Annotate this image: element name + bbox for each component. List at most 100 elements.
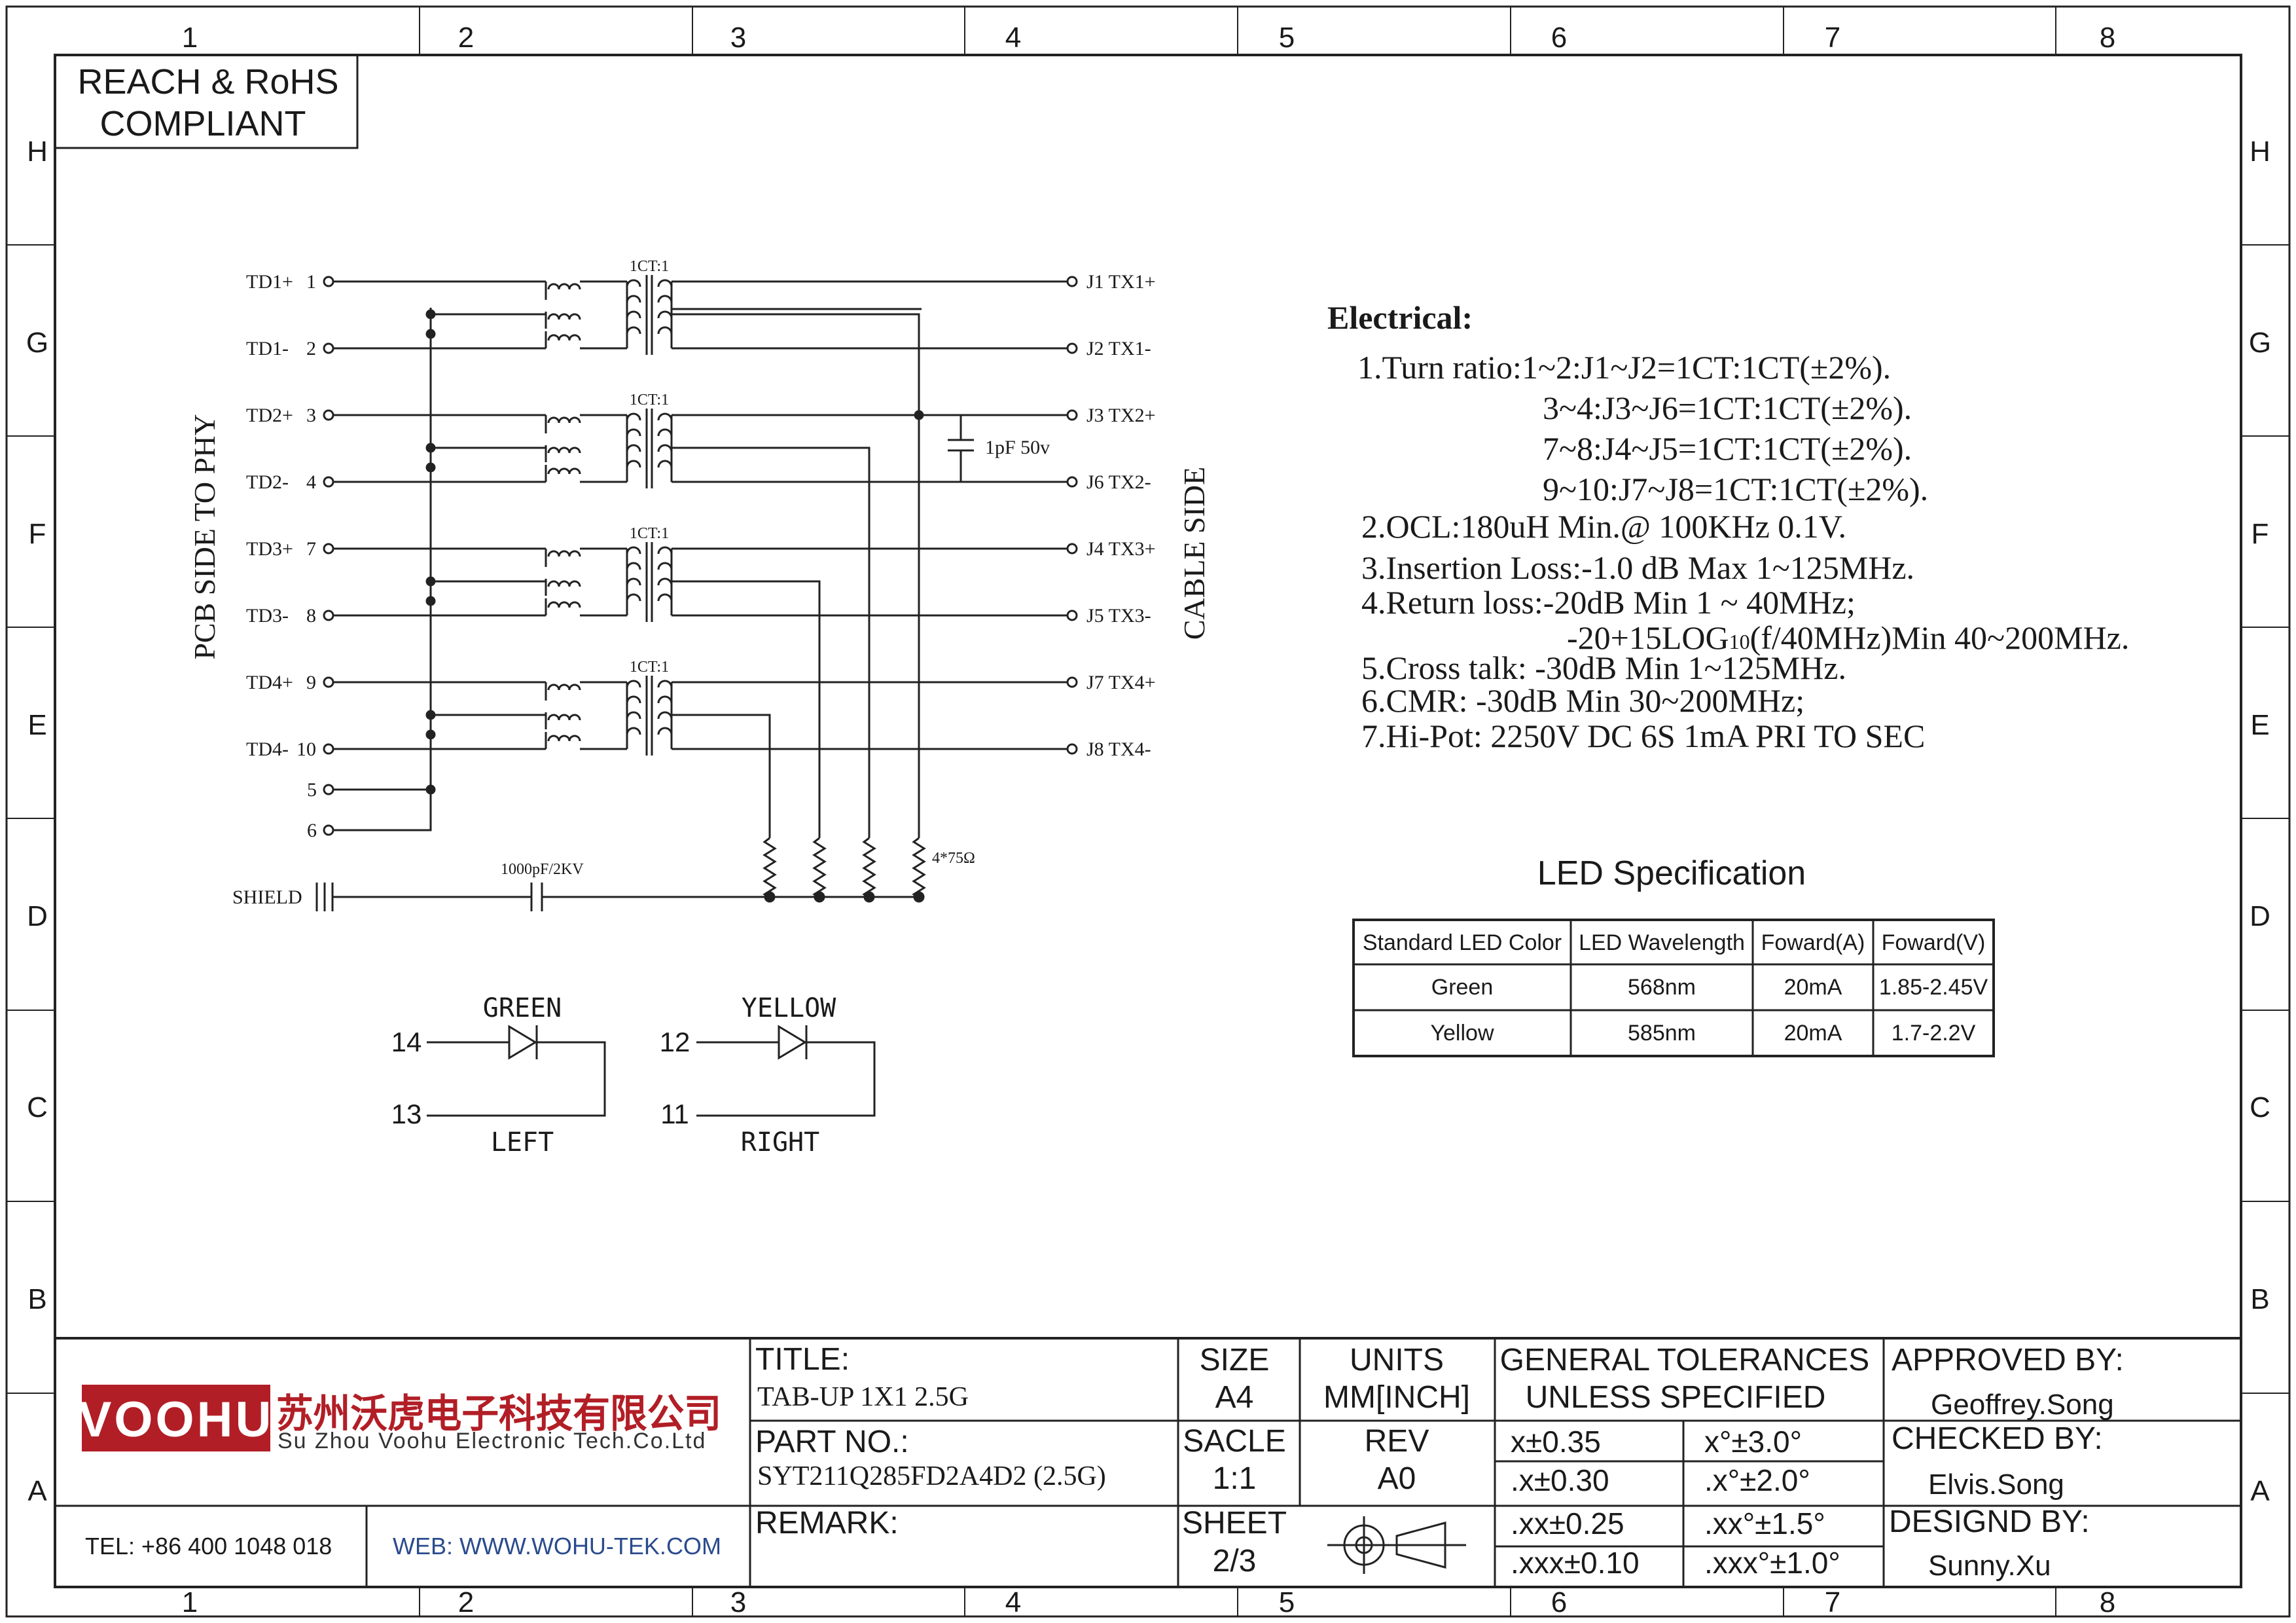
pin-terminal — [323, 610, 334, 621]
scale-label: SACLE — [1183, 1424, 1285, 1459]
left-pin-number: 10 — [296, 739, 316, 760]
pin-terminal — [1066, 743, 1078, 755]
right-pin-label: J4 TX3+ — [1086, 538, 1156, 560]
grid-row-label: H — [27, 136, 48, 168]
resistor-label: 4*75Ω — [932, 850, 975, 867]
units-label: UNITS — [1350, 1343, 1444, 1377]
termination-resistor — [762, 837, 777, 900]
right-pin-label: J1 TX1+ — [1086, 271, 1156, 293]
title-block: VOOHU 苏州沃虎电子科技有限公司 Su Zhou Voohu Electro… — [55, 1337, 2241, 1587]
pcb-side-label: PCB SIDE TO PHY — [188, 414, 221, 659]
grid-col-label: 3 — [730, 1586, 746, 1618]
cable-side-label: CABLE SIDE — [1177, 467, 1211, 640]
electrical-line: 5.Cross talk: -30dB Min 1~125MHz. — [1361, 649, 1846, 686]
shield-label: SHIELD — [232, 886, 302, 908]
tel: TEL: +86 400 1048 018 — [85, 1533, 332, 1559]
grid-col-label: 8 — [2100, 22, 2115, 54]
led-yellow-diode — [696, 1025, 876, 1117]
led-table-header: Foward(V) — [1882, 930, 1986, 955]
left-pin-number: 2 — [306, 338, 316, 359]
pin-terminal — [1066, 476, 1078, 488]
drawing-frame — [5, 5, 2291, 1618]
electrical-line: 9~10:J7~J8=1CT:1CT(±2%). — [1543, 471, 1928, 507]
electrical-line: 7.Hi-Pot: 2250V DC 6S 1mA PRI TO SEC — [1361, 718, 1925, 754]
pin-terminal — [323, 543, 334, 555]
left-pin-number: 3 — [306, 405, 316, 426]
pin-terminal — [323, 342, 334, 354]
electrical-line: 6.CMR: -30dB Min 30~200MHz; — [1361, 682, 1804, 719]
led-yellow-color: YELLOW — [742, 993, 836, 1023]
pin-terminal — [1066, 676, 1078, 688]
grid-col-label: 1 — [182, 22, 198, 54]
rev-value: A0 — [1378, 1461, 1416, 1496]
led-green-side: LEFT — [491, 1127, 554, 1158]
right-pin-label: J3 TX2+ — [1086, 405, 1156, 426]
left-pin-number: 4 — [306, 471, 316, 493]
pin-terminal — [323, 824, 334, 836]
approved-value: Geoffrey.Song — [1931, 1389, 2114, 1421]
pin-terminal — [323, 784, 334, 795]
aux-pin-number: 6 — [307, 820, 317, 841]
size-label: SIZE — [1200, 1343, 1270, 1377]
grid-row-label: C — [27, 1091, 48, 1123]
title-label: TITLE: — [755, 1342, 850, 1377]
pin-terminal — [1066, 276, 1078, 287]
led-green-pin-a: 14 — [391, 1027, 422, 1057]
units-value: MM[INCH] — [1323, 1380, 1470, 1415]
sheet-value: 2/3 — [1213, 1544, 1257, 1578]
termination-resistor — [912, 837, 926, 900]
grid-row-label: A — [2250, 1475, 2270, 1507]
checked-label: CHECKED BY: — [1892, 1421, 2103, 1456]
checked-value: Elvis.Song — [1928, 1468, 2064, 1501]
brand-logo-text: VOOHU — [79, 1392, 274, 1448]
projection-symbol-icon — [1327, 1516, 1466, 1574]
grid-col-label: 1 — [182, 1586, 198, 1618]
part-no-value: SYT211Q285FD2A4D2 (2.5G) — [757, 1461, 1106, 1491]
led-table-cell: 1.85-2.45V — [1879, 975, 1988, 1000]
shield-cap-label: 1000pF/2KV — [501, 861, 584, 878]
compliance-line-1: REACH & RoHS — [77, 62, 338, 101]
schematic-labels: TD1+1TD1-2TD2+3TD2-4TD3+7TD3-8TD4+9TD4-1… — [246, 258, 1156, 841]
tolerance-linear: .x±0.30 — [1511, 1463, 1609, 1497]
pin-terminal — [323, 409, 334, 421]
led-green-color: GREEN — [483, 993, 562, 1023]
compliance-box: REACH & RoHS COMPLIANT — [54, 54, 359, 149]
right-pin-label: J8 TX4- — [1086, 739, 1151, 760]
termination-resistor — [812, 837, 827, 900]
grid-col-label: 7 — [1825, 22, 1840, 54]
grid-col-label: 5 — [1279, 1586, 1295, 1618]
pin-terminal — [1066, 543, 1078, 555]
left-pin-name: TD1+ — [246, 271, 293, 293]
left-pin-name: TD3- — [246, 605, 289, 627]
grid-col-label: 6 — [1551, 22, 1567, 54]
led-table-cell: 20mA — [1784, 1021, 1842, 1046]
led-yellow-side: RIGHT — [741, 1127, 819, 1158]
led-table-cell: 585nm — [1628, 1021, 1696, 1046]
led-spec-title: LED Specification — [1537, 854, 1806, 892]
grid-col-label: 2 — [458, 1586, 474, 1618]
designed-value: Sunny.Xu — [1928, 1550, 2051, 1582]
pin-terminal — [323, 476, 334, 488]
electrical-line: 1.Turn ratio:1~2:J1~J2=1CT:1CT(±2%). — [1357, 349, 1891, 386]
right-pin-label: J5 TX3- — [1086, 605, 1151, 627]
left-pin-number: 9 — [306, 672, 316, 693]
grid-row-label: A — [27, 1475, 47, 1507]
pin-terminal — [323, 743, 334, 755]
left-pin-name: TD4- — [246, 739, 289, 760]
electrical-line: 4.Return loss:-20dB Min 1 ~ 40MHz; — [1361, 584, 1856, 621]
pin-terminal — [323, 276, 334, 287]
ct-ratio-label: 1CT:1 — [630, 525, 669, 542]
left-pin-number: 7 — [306, 538, 316, 560]
led-table-cell: 20mA — [1784, 975, 1842, 1000]
part-no-label: PART NO.: — [755, 1425, 909, 1459]
electrical-title: Electrical: — [1327, 299, 1473, 336]
aux-pin-number: 5 — [307, 779, 317, 801]
grid-col-label: 6 — [1551, 1586, 1567, 1618]
website-link[interactable]: WEB: WWW.WOHU-TEK.COM — [393, 1533, 721, 1559]
ct-ratio-label: 1CT:1 — [630, 258, 669, 275]
led-green-diode — [427, 1025, 606, 1117]
led-table-cell: Green — [1431, 975, 1494, 1000]
left-pin-name: TD2+ — [246, 405, 293, 426]
